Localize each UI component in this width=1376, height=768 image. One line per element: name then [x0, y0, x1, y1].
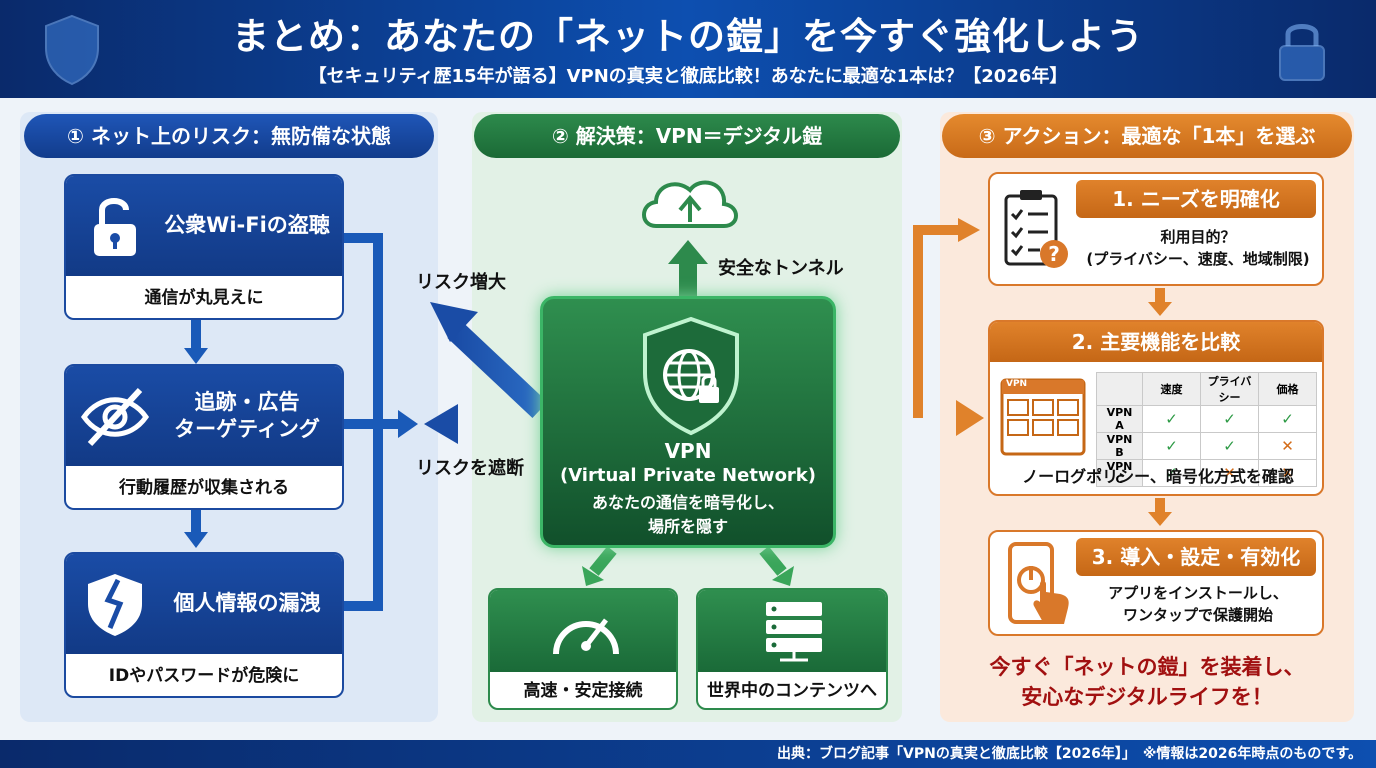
step-text: 利用目的？ (プライバシー、速度、地域制限) — [1076, 226, 1320, 270]
svg-text:?: ? — [1048, 242, 1060, 266]
vpn-desc-line2: 場所を隠す — [647, 517, 728, 536]
risk-card-desc: 通信が丸見えに — [144, 288, 264, 308]
broken-shield-icon — [88, 574, 142, 636]
risk-card-title: 追跡・広告 ターゲティング — [174, 389, 320, 441]
globe-shield-lock-icon — [643, 316, 739, 436]
tunnel-label: 安全なトンネル — [718, 258, 844, 279]
crossed-eye-icon — [80, 387, 150, 447]
step-title: 2. 主要機能を比較 — [990, 322, 1322, 362]
cross-icon: ✕ — [1258, 432, 1317, 460]
cross-icon: ✕ — [1200, 459, 1259, 487]
step-card-needs: ? 1. ニーズを明確化 利用目的？ (プライバシー、速度、地域制限) — [988, 172, 1324, 286]
cloud-upload-icon — [642, 180, 738, 228]
risk-card-desc: 行動履歴が収集される — [119, 478, 289, 498]
page-subtitle: 【セキュリティ歴15年が語る】VPNの真実と徹底比較！あなたに最適な1本は？【2… — [308, 66, 1068, 87]
table-header: 速度 — [1142, 372, 1201, 406]
step-text-line1: 利用目的？ — [1160, 228, 1236, 246]
step-title: 1. ニーズを明確化 — [1076, 180, 1316, 218]
server-icon — [766, 602, 822, 662]
vpn-name: VPN — [664, 439, 712, 463]
row-label: VPN C — [1096, 459, 1143, 487]
vpn-desc-line1: あなたの通信を暗号化し、 — [591, 493, 784, 512]
table-header: 価格 — [1258, 372, 1317, 406]
check-icon: ✓ — [1200, 405, 1259, 433]
padlock-icon — [1279, 24, 1325, 81]
risk-card-title: 個人情報の漏洩 — [173, 591, 321, 616]
table-row: VPN C ✓ ✕ ✕ — [1096, 459, 1317, 487]
solution-section-title: ② 解決策：VPN＝デジタル鎧 — [474, 114, 900, 158]
check-icon: ✓ — [1258, 405, 1317, 433]
page-title: まとめ：あなたの「ネットの鎧」を今すぐ強化しよう — [232, 15, 1144, 58]
table-row: VPN B ✓ ✓ ✕ — [1096, 432, 1317, 460]
step-title: 3. 導入・設定・有効化 — [1076, 538, 1316, 576]
row-label: VPN A — [1096, 405, 1143, 433]
cta-line2: 安心なデジタルライフを！ — [1021, 685, 1273, 709]
benefit-card-content: 世界中のコンテンツへ — [696, 588, 888, 710]
action-section-title: ③ アクション：最適な「1本」を選ぶ — [942, 114, 1352, 158]
risk-card-leak: 個人情報の漏洩 IDやパスワードが危険に — [64, 552, 344, 698]
table-row: VPN A ✓ ✓ ✓ — [1096, 405, 1317, 433]
step-text: アプリをインストールし、 ワンタップで保護開始 — [1076, 582, 1320, 626]
header-banner: まとめ：あなたの「ネットの鎧」を今すぐ強化しよう 【セキュリティ歴15年が語る】… — [0, 0, 1376, 98]
risk-card-tracking: 追跡・広告 ターゲティング 行動履歴が収集される — [64, 364, 344, 510]
risk-card-desc: IDやパスワードが危険に — [108, 666, 300, 686]
check-icon: ✓ — [1142, 405, 1201, 433]
shield-icon — [45, 14, 99, 86]
risk-section-title: ① ネット上のリスク：無防備な状態 — [24, 114, 434, 158]
unlocked-padlock-icon — [94, 198, 136, 256]
risk-card-title: 公衆Wi-Fiの盗聴 — [164, 213, 330, 238]
speedometer-icon — [553, 618, 619, 655]
step-card-compare: 2. 主要機能を比較 VPN 速度 プライバシー 価格 VPN A ✓ ✓ ✓ … — [988, 320, 1324, 496]
benefit-card-speed: 高速・安定接続 — [488, 588, 678, 710]
table-header: プライバシー — [1200, 372, 1259, 406]
cross-icon: ✕ — [1258, 459, 1317, 487]
check-icon: ✓ — [1142, 432, 1201, 460]
table-corner — [1096, 372, 1143, 406]
vpn-fullname: (Virtual Private Network) — [559, 465, 817, 486]
check-icon: ✓ — [1200, 432, 1259, 460]
grid-icon-label: VPN — [1006, 379, 1028, 389]
checklist-question-icon: ? — [1004, 190, 1068, 268]
risk-block-label: リスクを遮断 — [416, 458, 524, 479]
vpn-description: あなたの通信を暗号化し、 場所を隠す — [543, 491, 833, 539]
comparison-grid-icon — [1000, 378, 1086, 456]
benefit-label: 高速・安定接続 — [523, 681, 643, 701]
step-text-line2: ワンタップで保護開始 — [1122, 606, 1273, 624]
step-text-line2: (プライバシー、速度、地域制限) — [1086, 250, 1310, 268]
risk-up-label: リスク増大 — [416, 272, 506, 293]
phone-power-tap-icon — [1008, 542, 1069, 624]
comparison-table: 速度 プライバシー 価格 VPN A ✓ ✓ ✓ VPN B ✓ ✓ ✕ VPN… — [1096, 372, 1317, 487]
step-card-install: 3. 導入・設定・有効化 アプリをインストールし、 ワンタップで保護開始 — [988, 530, 1324, 636]
footer-source: 出典：ブログ記事「VPNの真実と徹底比較【2026年】」 ※情報は2026年時点… — [0, 740, 1376, 768]
step-text-line1: アプリをインストールし、 — [1108, 584, 1288, 602]
row-label: VPN B — [1096, 432, 1143, 460]
risk-card-wifi: 公衆Wi-Fiの盗聴 通信が丸見えに — [64, 174, 344, 320]
benefit-label: 世界中のコンテンツへ — [707, 681, 877, 701]
call-to-action: 今すぐ「ネットの鎧」を装着し、 安心なデジタルライフを！ — [942, 652, 1352, 712]
vpn-core-box: VPN (Virtual Private Network) あなたの通信を暗号化… — [540, 296, 836, 548]
step-note: ノーログポリシー、暗号化方式を確認 — [1022, 467, 1294, 486]
cta-line1: 今すぐ「ネットの鎧」を装着し、 — [989, 655, 1305, 679]
check-icon: ✓ — [1142, 459, 1201, 487]
